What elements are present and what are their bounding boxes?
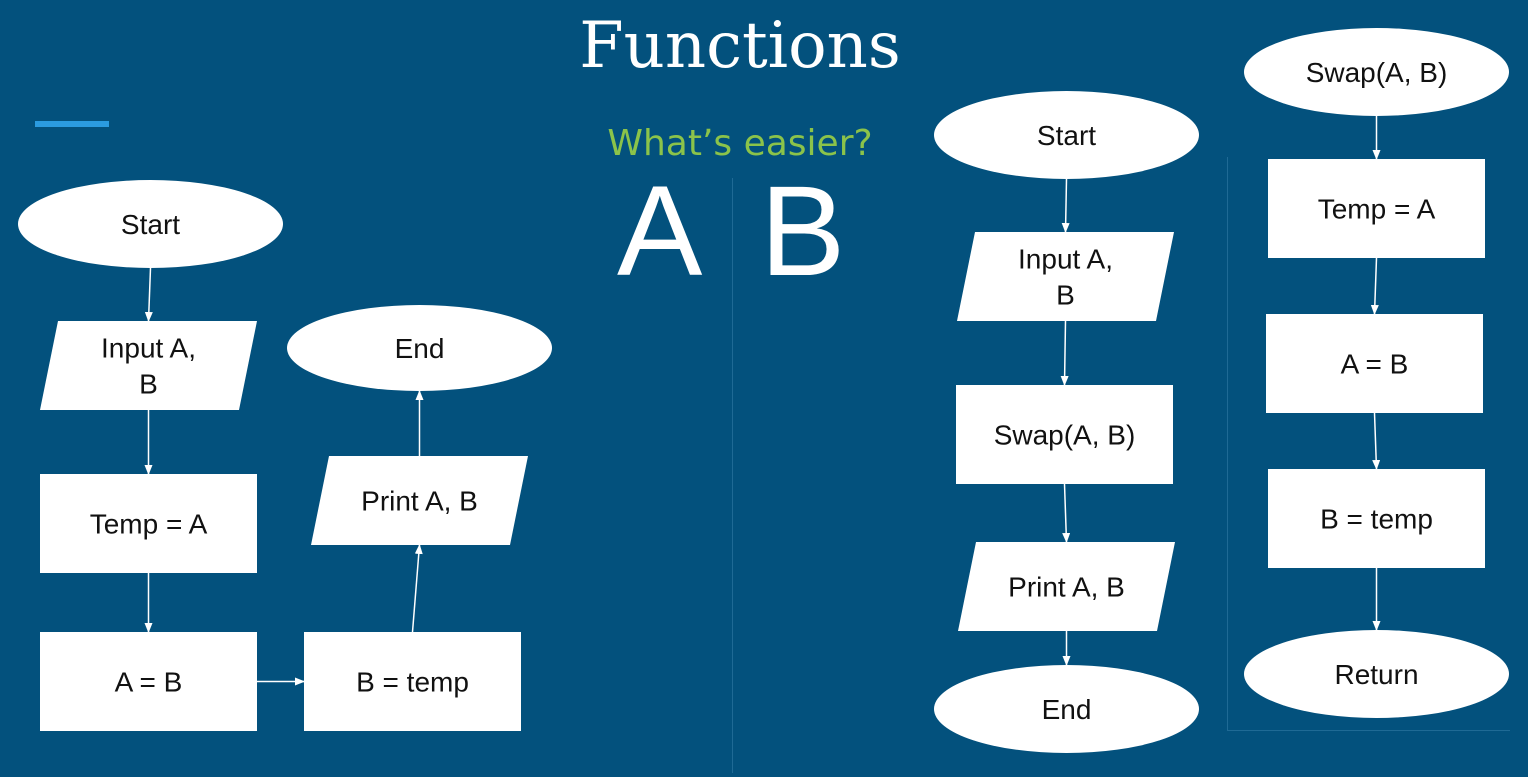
flowchart-b-function-node-assign: A = B xyxy=(1266,314,1483,413)
flowchart-a-label-start: Start xyxy=(121,209,180,240)
flowchart-a-node-input: Input A,B xyxy=(40,321,257,410)
flowchart-a-parallelogram-input xyxy=(40,321,257,410)
flowchart-b-main-arrow-call-to-print xyxy=(1062,483,1071,543)
flowchart-a-parallelogram-print xyxy=(311,456,528,545)
flowchart-b-function-node-ret: Return xyxy=(1244,630,1509,718)
option-b-label: B xyxy=(760,160,846,303)
flowchart-b-function-ellipse-ret xyxy=(1244,630,1509,718)
flowchart-b-main-node-print: Print A, B xyxy=(958,542,1175,631)
flowchart-a-node-temp: Temp = A xyxy=(40,474,257,573)
flowchart-b-function-label-header: Swap(A, B) xyxy=(1306,57,1448,88)
flowchart-b-function-label-assign: A = B xyxy=(1341,349,1409,380)
flowchart-a-rect-assign xyxy=(40,632,257,731)
flowchart-b-function-arrow-temp-to-assign xyxy=(1370,257,1379,315)
flowchart-a-label-input: Input A,B xyxy=(101,333,196,400)
divider-function xyxy=(1227,157,1228,731)
accent-bar xyxy=(35,121,109,127)
flowchart-b-main-label-print: Print A, B xyxy=(1008,572,1125,603)
flowchart-b-main-label-end: End xyxy=(1042,694,1092,725)
slide-title: Functions xyxy=(579,9,901,83)
flowchart-a-arrow-start-to-input xyxy=(144,267,153,322)
flowchart-b-main-ellipse-end xyxy=(934,665,1199,753)
divider-function-bottom xyxy=(1227,730,1510,731)
flowchart-a-label-print: Print A, B xyxy=(361,486,478,517)
flowchart-b-function-node-btemp: B = temp xyxy=(1268,469,1485,568)
option-a-label: A xyxy=(617,160,703,303)
flowchart-a-rect-temp xyxy=(40,474,257,573)
flowchart-b-function-rect-temp xyxy=(1268,159,1485,258)
flowchart-b-main-node-start: Start xyxy=(934,91,1199,179)
flowchart-a-ellipse-start xyxy=(18,180,283,268)
flowchart-b-function-arrow-assign-to-btemp xyxy=(1372,412,1381,470)
flowchart-b-function-node-header: Swap(A, B) xyxy=(1244,28,1509,116)
flowchart-b-main-node-input: Input A,B xyxy=(957,232,1174,321)
flowchart-b-main-label-call: Swap(A, B) xyxy=(994,420,1136,451)
flowchart-a-arrow-btemp-to-print xyxy=(411,544,423,633)
flowchart-a-node-btemp: B = temp xyxy=(304,632,521,731)
flowchart-b-function-ellipse-header xyxy=(1244,28,1509,116)
flowchart-b-function-node-temp: Temp = A xyxy=(1268,159,1485,258)
flowchart-b-function-rect-assign xyxy=(1266,314,1483,413)
flowchart-b-function-label-temp: Temp = A xyxy=(1318,194,1436,225)
flowchart-b-main-arrow-input-to-call xyxy=(1060,320,1069,386)
subtitle: What’s easier? xyxy=(607,123,873,164)
flowchart-a-label-assign: A = B xyxy=(115,667,183,698)
flowchart-b-main-label-input: Input A,B xyxy=(1018,244,1113,311)
flowchart-b-function-rect-btemp xyxy=(1268,469,1485,568)
flowchart-b-main-parallelogram-print xyxy=(958,542,1175,631)
flowchart-b-main-arrow-start-to-input xyxy=(1061,178,1070,233)
flowchart-b-main-node-call: Swap(A, B) xyxy=(956,385,1173,484)
flowchart-a-label-btemp: B = temp xyxy=(356,667,469,698)
flowchart-b-main-parallelogram-input xyxy=(957,232,1174,321)
divider-center xyxy=(732,178,733,773)
flowchart-b-main-ellipse-start xyxy=(934,91,1199,179)
flowchart-a-rect-btemp xyxy=(304,632,521,731)
flowchart-a-node-start: Start xyxy=(18,180,283,268)
flowchart-a-ellipse-end xyxy=(287,305,552,391)
flowchart-a-node-end: End xyxy=(287,305,552,391)
flowchart-a-node-print: Print A, B xyxy=(311,456,528,545)
flowchart-b-main-rect-call xyxy=(956,385,1173,484)
flowchart-b-function-label-btemp: B = temp xyxy=(1320,504,1433,535)
flowchart-b-main-label-start: Start xyxy=(1037,120,1096,151)
flowchart-a-node-assign: A = B xyxy=(40,632,257,731)
flowchart-a-label-temp: Temp = A xyxy=(90,509,208,540)
flowchart-b-function-label-ret: Return xyxy=(1334,659,1418,690)
flowchart-a-label-end: End xyxy=(395,333,445,364)
flowchart-b-main-node-end: End xyxy=(934,665,1199,753)
